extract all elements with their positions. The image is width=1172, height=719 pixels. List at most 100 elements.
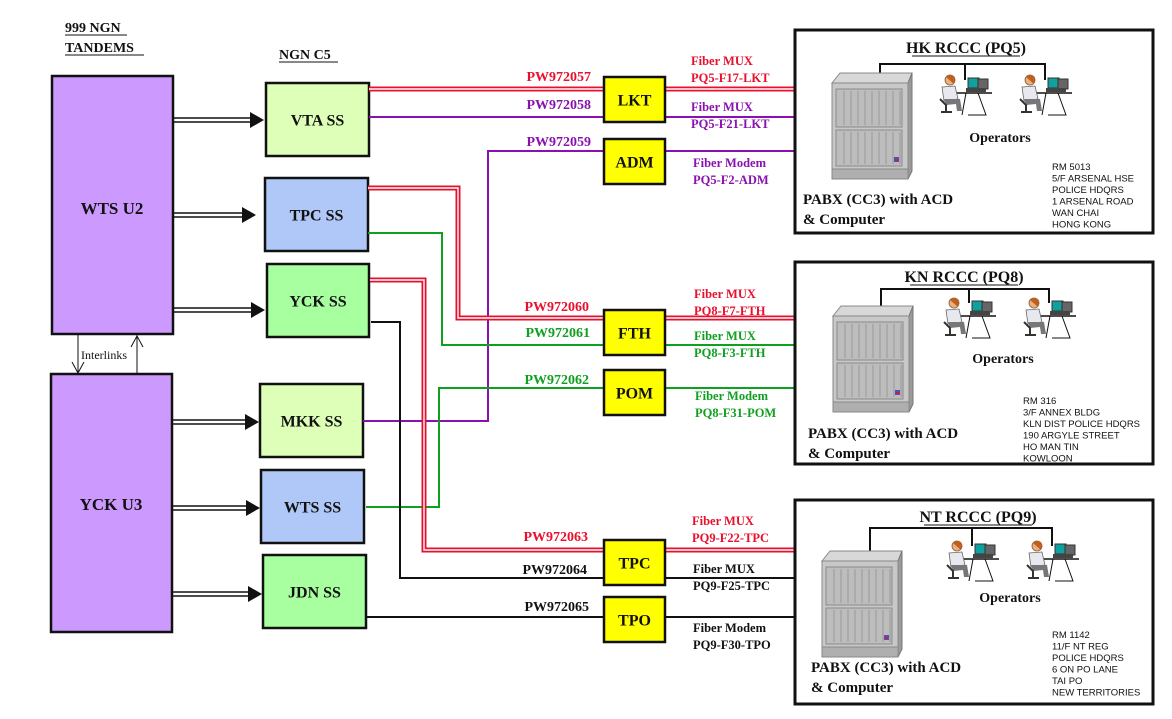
tandem-label: WTS U2 (81, 199, 144, 218)
circuit-code-label: PQ5-F2-ADM (693, 173, 769, 187)
circuit-pw972062-a (366, 387, 604, 508)
circuit-id-label: PW972062 (524, 373, 589, 388)
interlinks-label: Interlinks (81, 348, 127, 362)
softswitch-jdn[interactable]: JDN SS (261, 553, 368, 630)
link-type-label: Fiber Modem (693, 156, 767, 170)
lan-bus-line (880, 288, 1050, 312)
trunk-arrow (173, 207, 256, 223)
address-line: 6 ON PO LANE (1052, 665, 1118, 676)
trunk-arrow (173, 302, 265, 318)
softswitch-wts[interactable]: WTS SS (259, 468, 366, 545)
exchange-node-adm[interactable]: ADM (602, 137, 667, 186)
tandem-yck-u3[interactable]: YCK U3 (49, 372, 174, 634)
lan-bus-line (879, 63, 1046, 80)
address-line: RM 316 (1023, 396, 1056, 407)
operators-label: Operators (969, 131, 1031, 146)
c5-header-text: NGN C5 (279, 48, 331, 63)
softswitch-mkk[interactable]: MKK SS (258, 382, 365, 459)
softswitch-vta[interactable]: VTA SS (264, 81, 371, 158)
tandems-header: 999 NGN TANDEMS (65, 21, 144, 56)
tandem-wts-u2[interactable]: WTS U2 (50, 74, 175, 336)
circuit-id-label: PW972061 (525, 326, 590, 341)
exchange-node-lkt[interactable]: LKT (602, 75, 667, 124)
circuit-id-label: PW972058 (526, 98, 591, 113)
operators-label: Operators (972, 352, 1034, 367)
pabx-label: & Computer (808, 446, 890, 462)
address-line: TAI PO (1052, 676, 1082, 687)
arrowhead-icon (251, 302, 265, 318)
tandem-label: YCK U3 (80, 495, 143, 514)
circuit-code-label: PQ9-F25-TPC (693, 579, 770, 593)
address-line: RM 5013 (1052, 162, 1091, 173)
link-type-label: Fiber Modem (693, 621, 767, 635)
address-line: POLICE HDQRS (1052, 653, 1124, 664)
circuit-id-label: PW972057 (526, 70, 591, 85)
circuit-id-label: PW972064 (522, 563, 587, 578)
operator-workstation-icon (1023, 297, 1076, 339)
exchange-node-tpo[interactable]: TPO (602, 595, 667, 644)
center-title: KN RCCC (PQ8) (904, 269, 1023, 286)
arrowhead-icon (246, 500, 260, 516)
arrowhead-icon (250, 112, 264, 128)
tandems-header-line2: TANDEMS (65, 41, 134, 56)
exchange-node-tpc[interactable]: TPC (602, 538, 667, 587)
operators-label: Operators (979, 591, 1041, 606)
address-line: POLICE HDQRS (1052, 185, 1124, 196)
trunk-arrow (172, 586, 262, 602)
address-line: HO MAN TIN (1023, 442, 1079, 453)
address-line: 190 ARGYLE STREET (1023, 431, 1120, 442)
address-line: 5/F ARSENAL HSE (1052, 174, 1134, 185)
exchange-nodes: LKT ADM FTH POM TPC TPO (602, 75, 667, 644)
lan-bus-line (869, 527, 1053, 557)
operator-workstation-icon (943, 297, 996, 339)
address-line: KOWLOON (1023, 454, 1073, 465)
exchange-node-label: TPO (618, 613, 651, 630)
pabx-label: & Computer (811, 680, 893, 696)
exchange-node-pom[interactable]: POM (602, 368, 667, 417)
softswitch-yck[interactable]: YCK SS (265, 262, 371, 339)
exchange-node-fth[interactable]: FTH (602, 308, 667, 357)
circuit-pw972064-a (371, 321, 604, 579)
operator-workstation-icon (939, 74, 992, 116)
softswitches: VTA SS TPC SS YCK SS MKK SS WTS SS JDN SS (258, 81, 371, 630)
operator-workstation-icon (946, 540, 999, 582)
tandems-header-line1: 999 NGN (65, 21, 121, 36)
softswitch-label: VTA SS (291, 113, 345, 130)
exchange-node-label: TPC (619, 556, 651, 573)
tandem-trunks (172, 112, 265, 602)
trunk-arrow (172, 500, 260, 516)
center-title: HK RCCC (PQ5) (906, 40, 1026, 57)
link-type-label: Fiber MUX (694, 287, 756, 301)
pabx-cabinet-icon (831, 305, 914, 413)
circuit-id-label: PW972059 (526, 135, 591, 150)
pabx-cabinet-icon (830, 72, 913, 180)
circuit-code-label: PQ8-F7-FTH (694, 304, 766, 318)
c5-header: NGN C5 (279, 48, 338, 63)
circuit-id-label: PW972065 (524, 600, 589, 615)
link-type-label: Fiber Modem (695, 389, 769, 403)
exchange-node-label: FTH (618, 326, 651, 343)
exchange-node-label: ADM (615, 155, 653, 172)
arrowhead-icon (242, 207, 256, 223)
center-title: NT RCCC (PQ9) (919, 509, 1036, 526)
circuit-code-label: PQ9-F22-TPC (692, 531, 769, 545)
address-line: WAN CHAI (1052, 208, 1099, 219)
circuit-code-label: PQ8-F3-FTH (694, 346, 766, 360)
pabx-label: PABX (CC3) with ACD (808, 426, 958, 442)
address-line: HONG KONG (1052, 220, 1111, 231)
circuit-code-label: PQ5-F21-LKT (691, 117, 770, 131)
address-line: RM 1142 (1052, 630, 1090, 641)
circuit-pw972063-a (370, 277, 604, 553)
softswitch-label: TPC SS (290, 208, 344, 225)
pabx-label: & Computer (803, 212, 885, 228)
softswitch-tpc[interactable]: TPC SS (263, 176, 370, 253)
